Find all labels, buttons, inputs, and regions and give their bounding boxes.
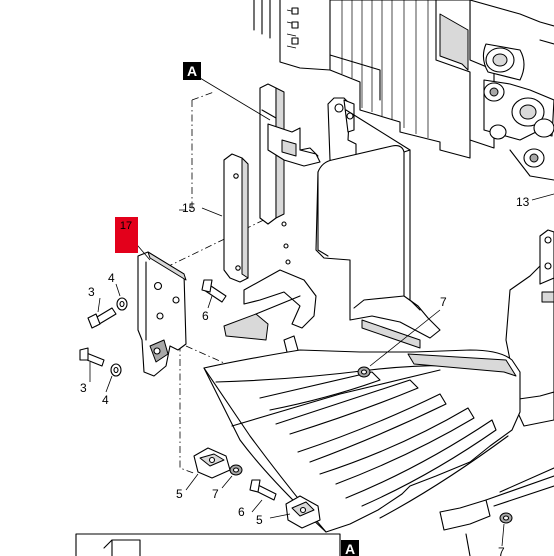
label-part-3-upper: 3 — [88, 285, 95, 299]
view-marker-a-bottom-label: A — [345, 541, 355, 556]
label-part-5-right: 5 — [256, 513, 263, 527]
machine-frame-background — [253, 0, 554, 181]
view-marker-a-bottom: A — [341, 540, 359, 556]
collection-tray — [203, 349, 554, 556]
label-part-15: 15 — [182, 201, 196, 215]
bolt-6-lower — [249, 479, 277, 501]
upper-mounting-bracket — [259, 83, 321, 225]
view-marker-a-top: A — [183, 62, 201, 80]
label-part-6-lower: 6 — [238, 505, 245, 519]
bolt-and-washer-lower — [79, 347, 122, 377]
bracket-5-left — [193, 447, 231, 479]
label-part-4-upper: 4 — [108, 271, 115, 285]
label-part-5-left: 5 — [176, 487, 183, 501]
detail-view-box-bottom — [75, 533, 341, 556]
label-part-7-right: 7 — [440, 295, 447, 309]
nuts-7 — [229, 366, 513, 524]
view-marker-a-top-label: A — [187, 63, 197, 79]
label-part-4-lower: 4 — [102, 393, 109, 407]
part-number-labels: 15 4 3 6 7 3 4 5 7 6 5 13 7 — [80, 195, 530, 556]
callout-17-label: 17 — [120, 220, 132, 232]
label-part-3-lower: 3 — [80, 381, 87, 395]
label-part-13: 13 — [516, 195, 530, 209]
bolt-and-washer-upper — [87, 297, 128, 329]
highlight-callout-17: 17 — [115, 217, 138, 253]
pivot-side-plate — [327, 97, 357, 167]
label-part-7-bottom: 7 — [498, 545, 505, 556]
mounting-plate-17 — [137, 251, 187, 377]
label-part-6-upper: 6 — [202, 309, 209, 323]
main-carriage-side-panel — [223, 109, 441, 357]
bolt-6-upper — [201, 279, 227, 303]
label-part-7-left: 7 — [212, 487, 219, 501]
bracket-5-right — [285, 495, 321, 529]
arm-bar-15 — [223, 153, 249, 283]
